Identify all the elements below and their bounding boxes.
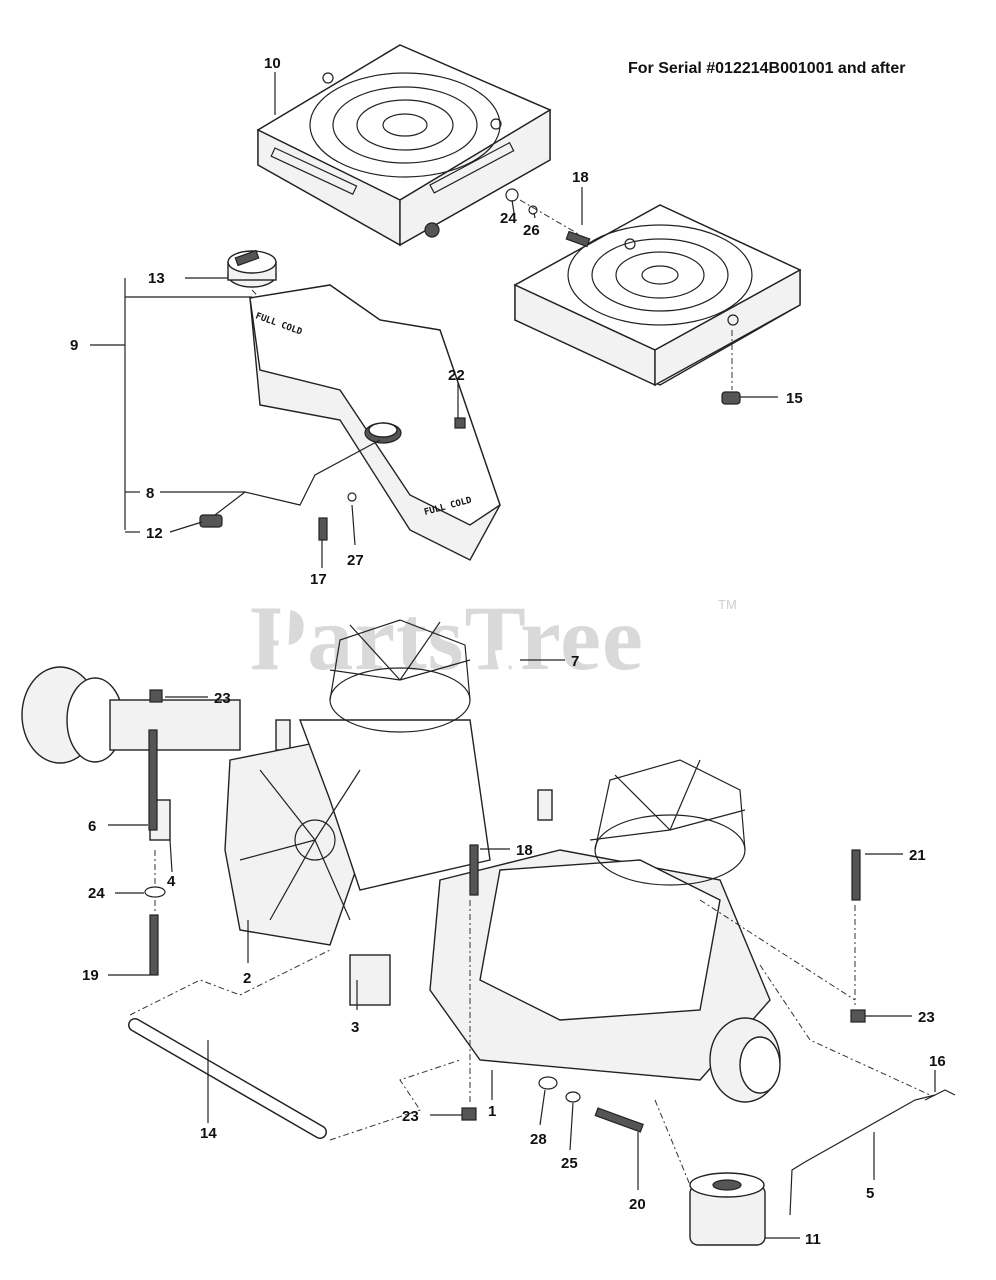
linkage-rod [789,1094,936,1216]
breather-tube [214,439,381,516]
bolt-18-lower [469,844,479,896]
watermark-trademark: TM [718,597,737,612]
bracket-3 [349,954,391,1006]
callout-11: 11 [805,1231,821,1248]
callout-8: 8 [146,485,154,502]
callout-18-upper: 18 [572,169,589,186]
callout-22: 22 [448,367,465,384]
callout-21: 21 [909,847,926,864]
callout-10: 10 [264,55,281,72]
callout-25: 25 [561,1155,578,1172]
callout-3: 3 [351,1019,359,1036]
reservoir-cap [227,249,277,288]
leader-lines [90,72,936,1239]
callout-12: 12 [146,525,163,542]
callout-18-lower: 18 [516,842,533,859]
callout-17: 17 [310,571,327,588]
callout-16: 16 [929,1053,946,1070]
callout-4: 4 [167,873,176,890]
oil-filter [689,1172,766,1246]
washer-27 [347,492,357,502]
washer-25 [565,1091,581,1103]
callout-labels: 10 18 24 26 13 9 22 15 8 12 17 27 7 23 6… [70,55,946,1248]
callout-19: 19 [82,967,99,984]
callout-13: 13 [148,270,165,287]
washer-24-lower [144,886,166,898]
fan-guard-lower [513,204,802,387]
tube-fitting [199,514,223,528]
nut-23-right [850,1009,866,1023]
callout-23-right: 23 [918,1009,935,1026]
serial-note: For Serial #012214B001001 and after [628,60,906,77]
callout-26: 26 [523,222,540,239]
callout-2: 2 [243,970,251,987]
callout-5: 5 [866,1185,874,1202]
bolt-17 [318,517,328,541]
callout-6: 6 [88,818,96,835]
callout-24-lower: 24 [88,885,105,902]
callout-7: 7 [571,653,579,670]
callout-15: 15 [786,390,803,407]
callout-1: 1 [488,1103,496,1120]
callout-27: 27 [347,552,364,569]
callout-23-top: 23 [214,690,231,707]
callout-24-upper: 24 [500,210,517,227]
transaxle-left [21,619,491,946]
nut-23-lower [461,1107,477,1121]
bolt-21 [851,849,861,901]
callout-23-lower: 23 [402,1108,419,1125]
fan-guard-upper [256,44,552,247]
washer-28 [538,1076,558,1090]
callout-14: 14 [200,1125,217,1142]
nut-15 [721,391,741,405]
nut-23-upper [149,689,163,703]
bolt-19 [149,914,159,976]
transaxle-right [349,759,781,1103]
callout-20: 20 [629,1196,646,1213]
bolt-18-upper [565,230,591,248]
bolt-20 [594,1107,644,1133]
reservoir-tank: FULL COLD FULL COLD [249,284,501,561]
nut-22 [454,417,466,429]
callout-28: 28 [530,1131,547,1148]
clip-16 [924,1089,956,1101]
washer-24-upper [505,188,519,202]
bolt-6 [148,729,158,831]
callout-9: 9 [70,337,78,354]
